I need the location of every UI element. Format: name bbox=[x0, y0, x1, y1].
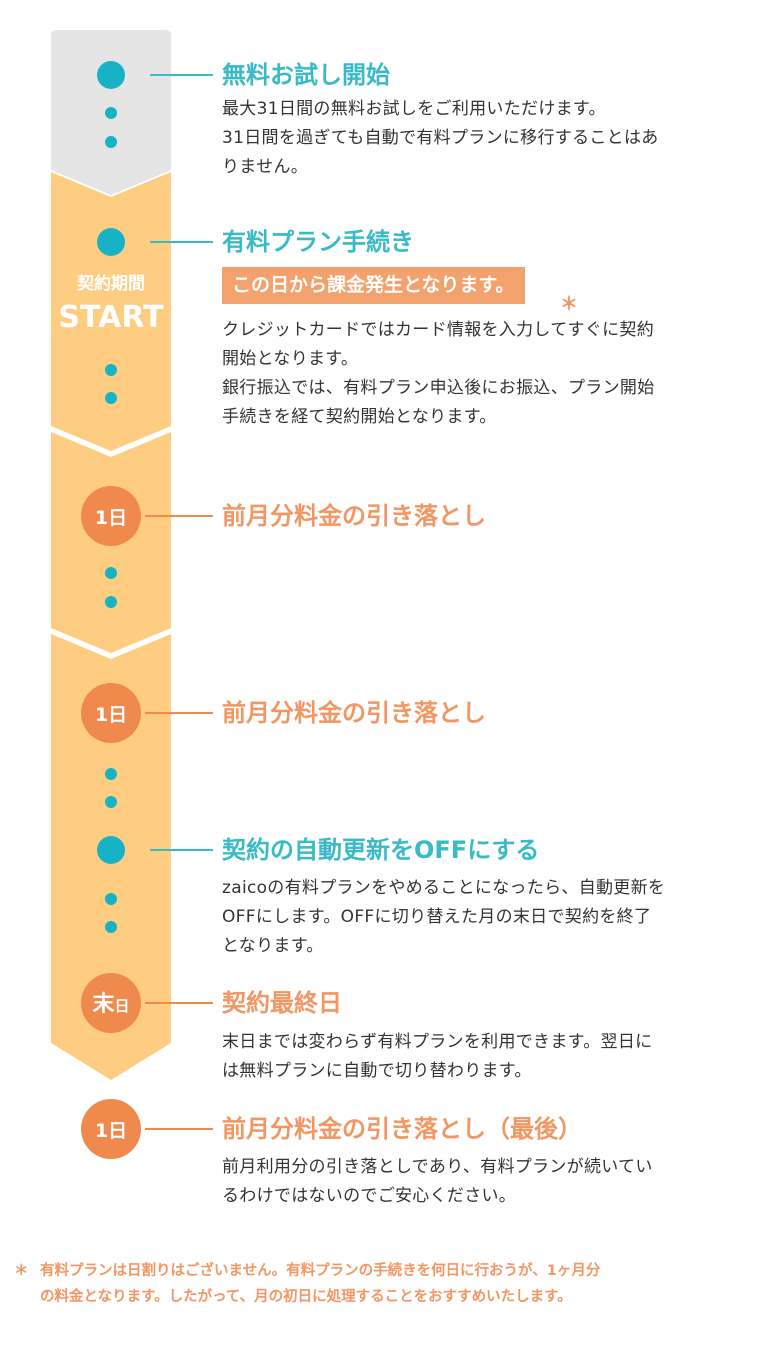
description-line: 末日までは変わらず有料プランを利用できます。翌日に bbox=[222, 1032, 653, 1052]
step-title-final-debit: 前月分料金の引き落とし（最後） bbox=[222, 1115, 582, 1143]
description-line: 最大31日間の無料お試しをご利用いただけます。 bbox=[222, 99, 606, 119]
description-line: りません。 bbox=[222, 157, 308, 177]
footnote-line: の料金となります。したがって、月の初日に処理することをおすすめいたします。 bbox=[40, 1289, 572, 1305]
day-marker-circle bbox=[81, 683, 141, 743]
description-line: は無料プランに自動で切り替わります。 bbox=[222, 1061, 532, 1081]
day-marker-circle bbox=[81, 973, 141, 1033]
continuation-dot bbox=[105, 796, 117, 808]
day-marker-circle bbox=[81, 1099, 141, 1159]
step-description-free-trial: 最大31日間の無料お試しをご利用いただけます。 31日間を過ぎても自動で有料プラ… bbox=[222, 95, 742, 182]
continuation-dot bbox=[105, 392, 117, 404]
day-marker-label: 1日 bbox=[95, 1120, 127, 1142]
step-description-auto-renew-off: zaicoの有料プランをやめることになったら、自動更新を OFFにします。OFF… bbox=[222, 874, 742, 961]
description-line: 前月利用分の引き落としであり、有料プランが続いてい bbox=[222, 1157, 653, 1177]
billing-start-badge: この日から課金発生となります。 bbox=[222, 267, 525, 304]
contract-period-label: 契約期間 START bbox=[51, 272, 171, 338]
description-line: 銀行振込では、有料プラン申込後にお振込、プラン開始 bbox=[222, 378, 655, 398]
step-title-auto-renew-off: 契約の自動更新をOFFにする bbox=[222, 836, 540, 864]
end-day-marker-label: 末日 bbox=[92, 992, 129, 1017]
day-marker-label: 1日 bbox=[95, 704, 127, 726]
day-marker-label: 1日 bbox=[95, 507, 127, 529]
step-description-last-day: 末日までは変わらず有料プランを利用できます。翌日に は無料プランに自動で切り替わ… bbox=[222, 1028, 742, 1086]
description-line: zaicoの有料プランをやめることになったら、自動更新を bbox=[222, 878, 666, 898]
description-line: 開始となります。 bbox=[222, 349, 359, 369]
milestone-dot bbox=[97, 836, 125, 864]
end-day-main: 末 bbox=[92, 992, 115, 1017]
description-line: となります。 bbox=[222, 936, 324, 956]
description-line: クレジットカードではカード情報を入力してすぐに契約 bbox=[222, 320, 654, 340]
contract-band-segment-1 bbox=[51, 172, 171, 451]
milestone-dot bbox=[97, 61, 125, 89]
footnote-line: 有料プランは日割りはございません。有料プランの手続きを何日に行おうが、1ヶ月分 bbox=[40, 1263, 601, 1279]
continuation-dot bbox=[105, 921, 117, 933]
continuation-dot bbox=[105, 768, 117, 780]
contract-period-line1: 契約期間 bbox=[77, 274, 145, 294]
continuation-dot bbox=[105, 596, 117, 608]
milestone-dot bbox=[97, 228, 125, 256]
step-title-last-day: 契約最終日 bbox=[222, 989, 342, 1017]
step-title-monthly-debit: 前月分料金の引き落とし bbox=[222, 502, 486, 530]
step-title-monthly-debit: 前月分料金の引き落とし bbox=[222, 699, 486, 727]
badge-asterisk: ＊ bbox=[560, 294, 578, 315]
end-day-sub: 日 bbox=[115, 997, 130, 1015]
day-marker-circle bbox=[81, 486, 141, 546]
description-line: 31日間を過ぎても自動で有料プランに移行することはあ bbox=[222, 128, 659, 148]
footnote-asterisk: ＊ bbox=[14, 1263, 29, 1279]
continuation-dot bbox=[105, 364, 117, 376]
footnote: ＊ 有料プランは日割りはございません。有料プランの手続きを何日に行おうが、1ヶ月… bbox=[14, 1258, 714, 1310]
step-description-paid-plan: クレジットカードではカード情報を入力してすぐに契約 開始となります。 銀行振込で… bbox=[222, 316, 742, 432]
continuation-dot bbox=[105, 107, 117, 119]
description-line: OFFにします。OFFに切り替えた月の末日で契約を終了 bbox=[222, 907, 652, 927]
continuation-dot bbox=[105, 893, 117, 905]
continuation-dot bbox=[105, 136, 117, 148]
continuation-dot bbox=[105, 567, 117, 579]
description-line: 手続きを経て契約開始となります。 bbox=[222, 407, 497, 427]
step-title-paid-plan: 有料プラン手続き bbox=[222, 228, 414, 256]
step-description-final-debit: 前月利用分の引き落としであり、有料プランが続いてい るわけではないのでご安心くだ… bbox=[222, 1153, 742, 1211]
contract-period-line2: START bbox=[58, 300, 164, 335]
description-line: るわけではないのでご安心ください。 bbox=[222, 1186, 517, 1206]
step-title-free-trial: 無料お試し開始 bbox=[222, 61, 390, 89]
